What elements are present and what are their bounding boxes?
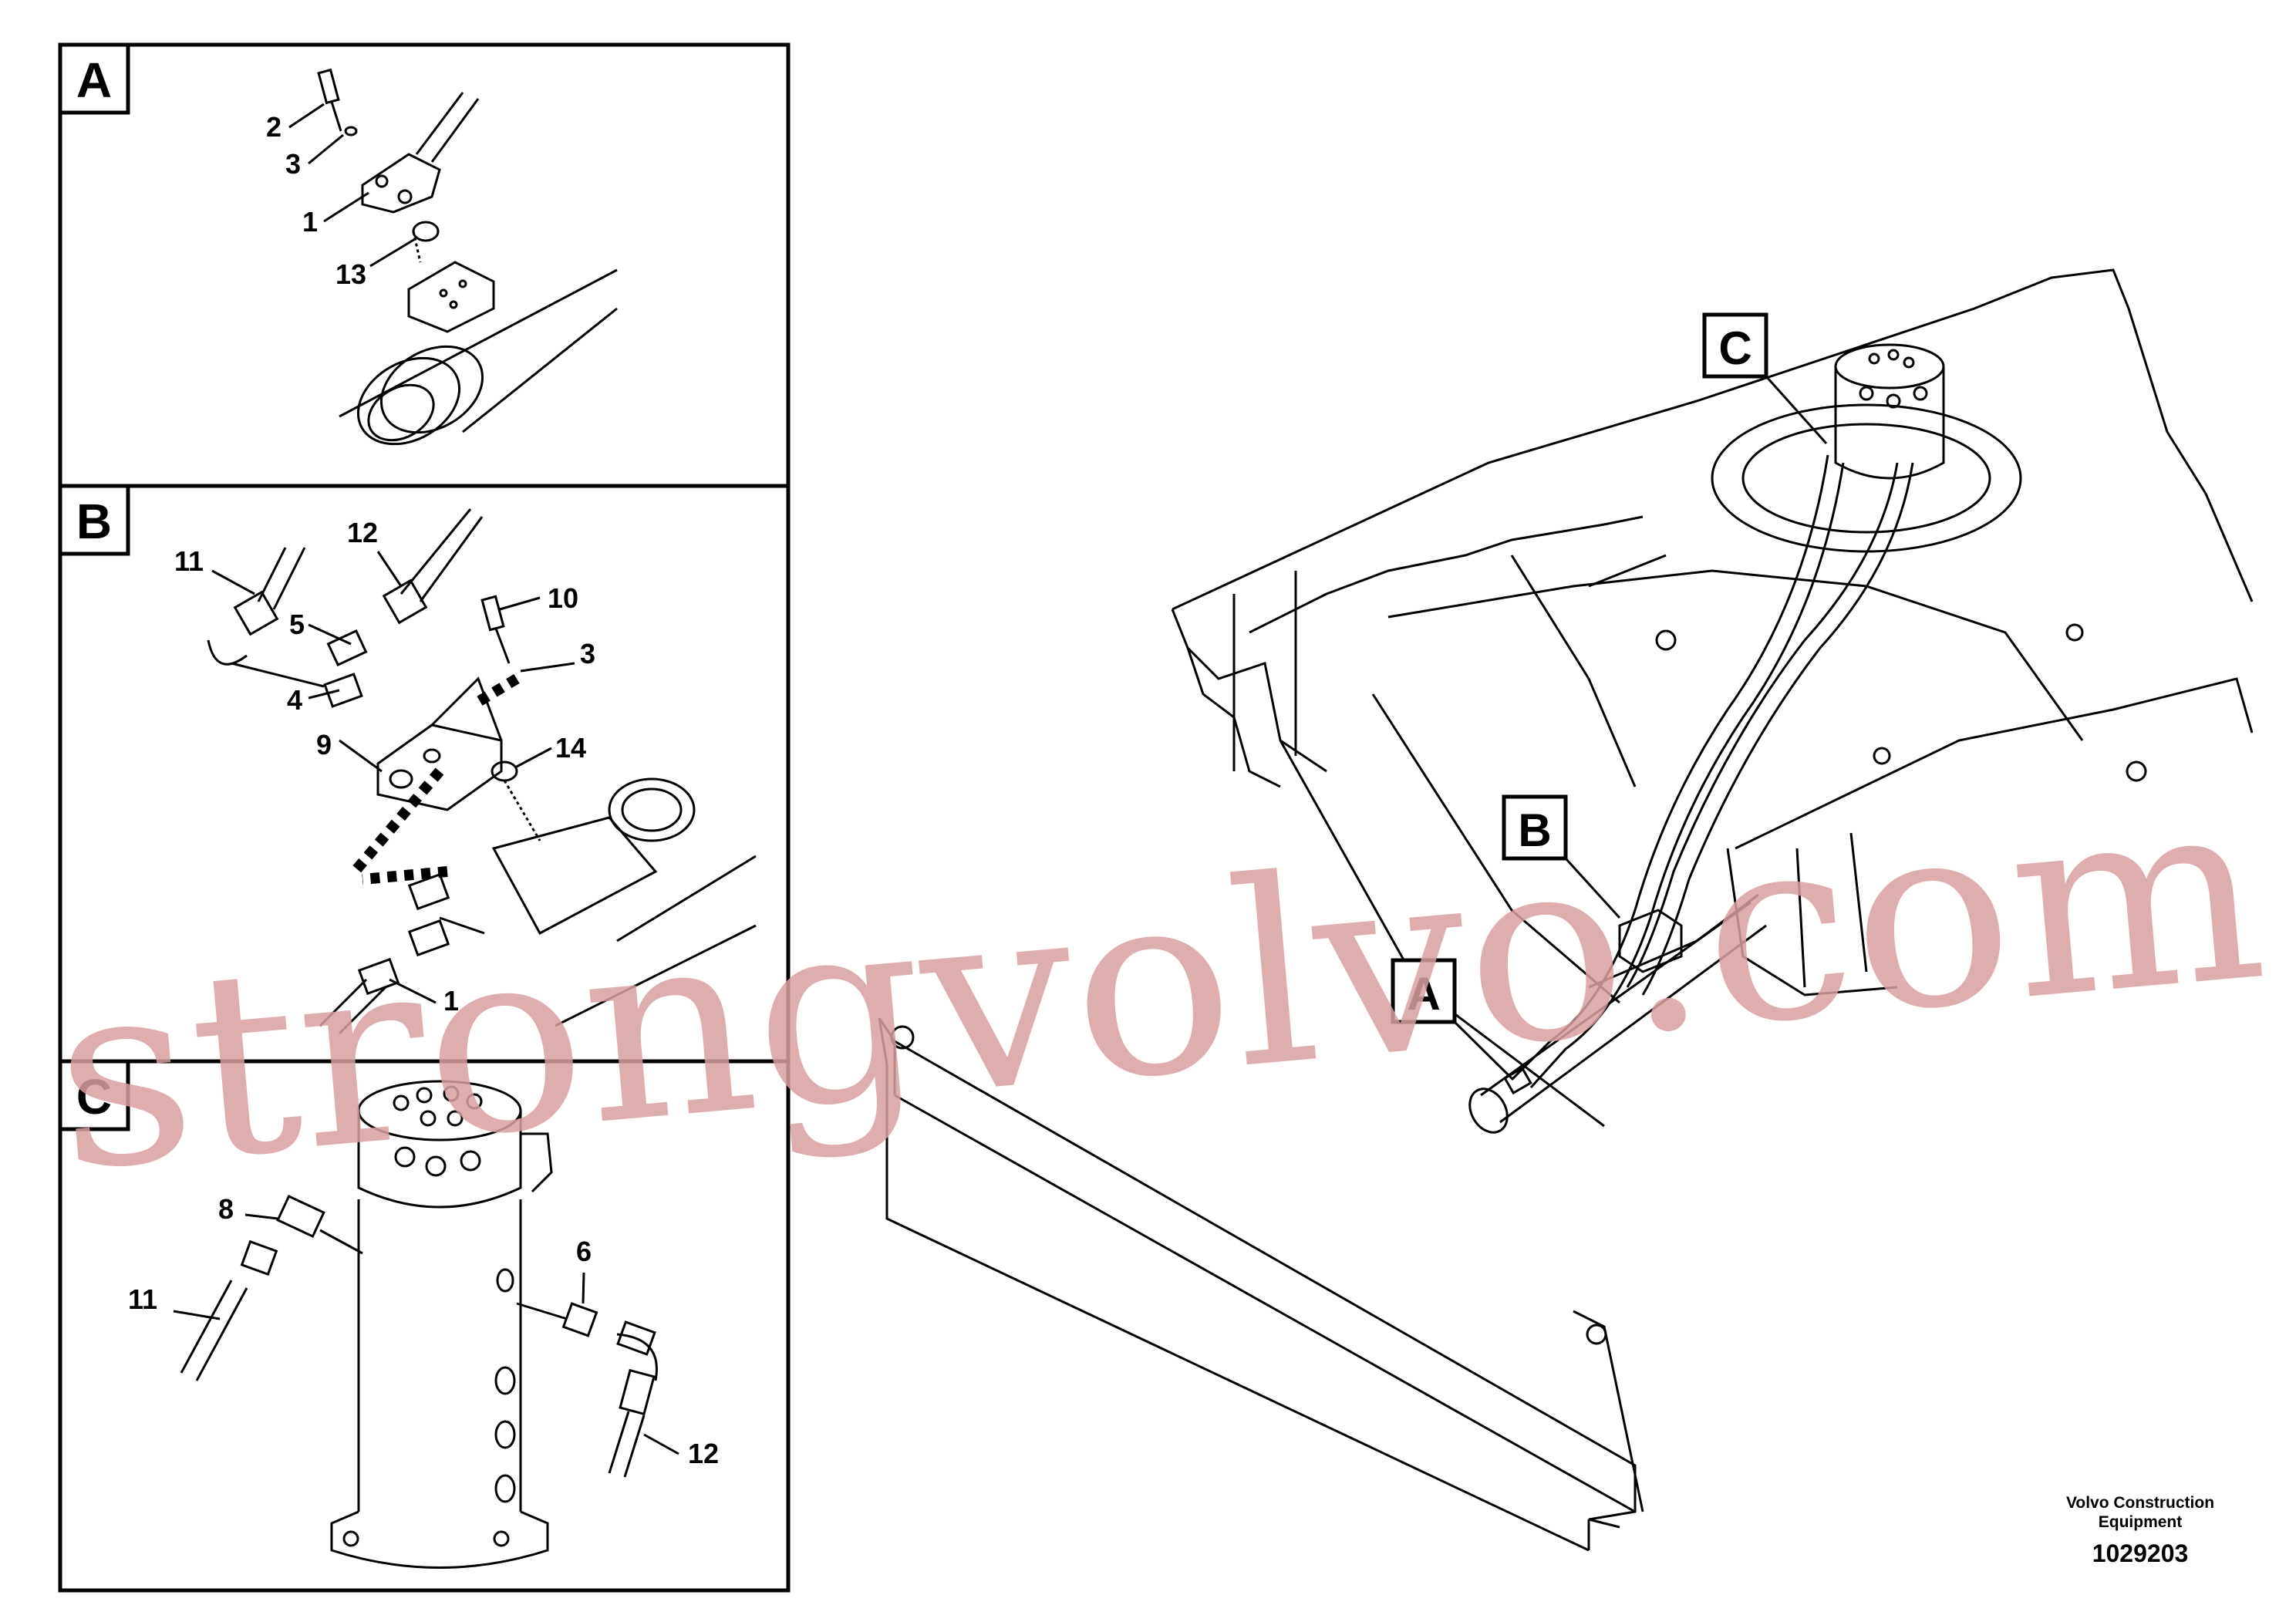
callout-a-3: 3 xyxy=(285,148,301,180)
svg-text:B: B xyxy=(76,494,112,549)
watermark: strongvolvo.com xyxy=(44,740,2275,1228)
callout-c-12: 12 xyxy=(688,1438,719,1469)
panel-a-tag: A xyxy=(58,42,130,115)
svg-text:A: A xyxy=(1407,968,1440,1020)
svg-text:B: B xyxy=(1518,804,1551,856)
callout-b-10: 10 xyxy=(548,582,578,614)
panel-b-detail xyxy=(207,508,757,1035)
panel-c-detail xyxy=(173,1080,679,1569)
svg-text:C: C xyxy=(1718,322,1752,374)
panel-a-callouts: 2 3 1 13 xyxy=(266,111,366,290)
svg-text:C: C xyxy=(76,1069,112,1125)
pointer-c: C xyxy=(1702,312,1828,445)
callout-b-9: 9 xyxy=(316,729,332,760)
publisher-line-2: Equipment xyxy=(2099,1513,2183,1531)
callout-b-14: 14 xyxy=(555,732,586,764)
panel-c-callouts: 8 6 11 12 xyxy=(128,1193,719,1469)
panel-b-tag: B xyxy=(58,484,130,556)
undercarriage-view xyxy=(878,268,2254,1552)
callout-b-3: 3 xyxy=(580,638,595,669)
svg-text:A: A xyxy=(76,52,112,108)
publisher-line-1: Volvo Construction xyxy=(2066,1494,2214,1512)
panel-a-frame xyxy=(58,42,791,488)
callout-a-1: 1 xyxy=(302,206,318,238)
callout-a-2: 2 xyxy=(266,111,282,143)
callout-c-8: 8 xyxy=(218,1193,234,1225)
publisher-block: Volvo Construction Equipment 1029203 xyxy=(2066,1494,2214,1567)
panel-b-callouts: 11 12 5 10 3 4 14 9 1 xyxy=(174,517,595,1017)
pointer-b: B xyxy=(1502,794,1621,919)
callout-c-11: 11 xyxy=(128,1283,157,1315)
pointer-a: A xyxy=(1391,958,1513,1080)
callout-a-13: 13 xyxy=(335,258,366,290)
figure-number: 1029203 xyxy=(2092,1539,2189,1567)
callout-b-5: 5 xyxy=(289,609,305,640)
callout-b-4: 4 xyxy=(287,684,302,716)
callout-b-12: 12 xyxy=(347,517,378,548)
panel-a-detail xyxy=(288,68,618,446)
callout-c-6: 6 xyxy=(576,1236,592,1267)
panel-c-tag: C xyxy=(58,1059,130,1131)
panel-c-frame xyxy=(58,1059,791,1593)
callout-b-1: 1 xyxy=(443,985,459,1017)
callout-b-11: 11 xyxy=(174,545,204,577)
